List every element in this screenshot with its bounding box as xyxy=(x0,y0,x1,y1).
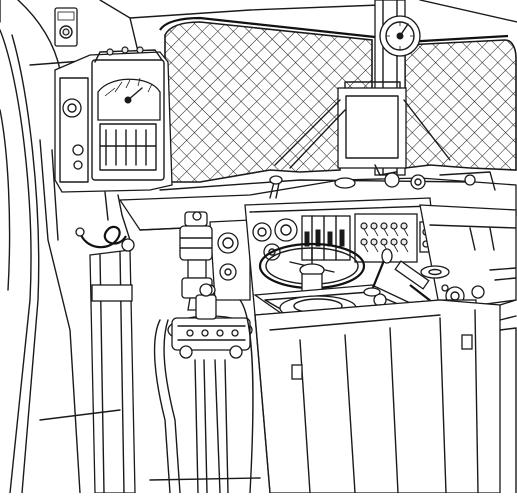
reverser-lever xyxy=(363,248,393,297)
coiled-cable xyxy=(75,191,131,249)
left-lower-pillar xyxy=(89,238,136,494)
gauge-small-1-icon xyxy=(252,222,272,242)
speedometer-gauge-icon xyxy=(379,15,421,57)
sun-visor-box xyxy=(274,81,451,169)
ceiling-switch-box xyxy=(54,7,78,47)
gauge-small-2-icon xyxy=(274,218,298,242)
cab-ceiling-frame xyxy=(0,0,517,71)
brake-handle-base xyxy=(167,283,253,359)
pressure-gauge-console xyxy=(209,219,251,301)
air-pipes xyxy=(153,299,254,494)
cab-floor xyxy=(39,409,261,481)
right-console-side xyxy=(489,267,517,494)
desk-front-cabinet xyxy=(254,299,517,494)
cab-signal-indicator-panel xyxy=(54,46,173,193)
left-window-frame xyxy=(0,29,81,494)
